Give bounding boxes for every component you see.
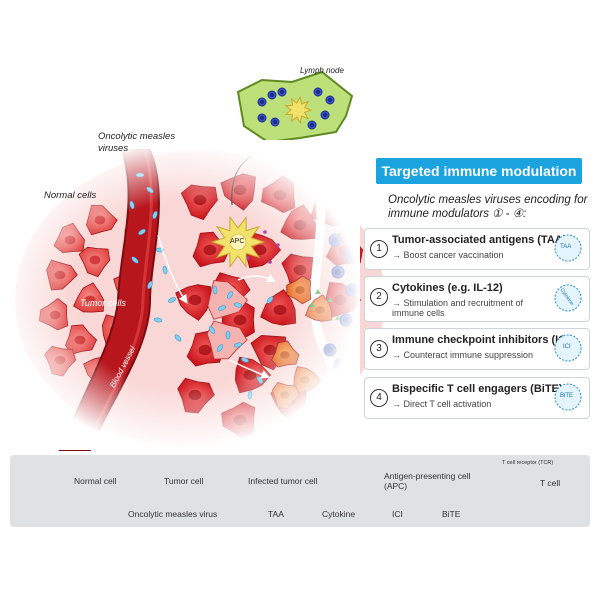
t-cell	[277, 87, 287, 97]
t-cell	[325, 95, 335, 105]
modulator-card-bite: 4 Bispecific T cell engagers (BiTE) → Di…	[364, 377, 590, 419]
card-description: → Counteract immune suppression	[392, 350, 534, 360]
t-cell	[313, 87, 323, 97]
t-cell	[257, 97, 267, 107]
legend-panel	[10, 455, 590, 527]
modulator-card-taa: 1 Tumor-associated antigens (TAA) → Boos…	[364, 228, 590, 270]
apc-label: APC	[230, 238, 245, 245]
t-cell	[320, 110, 330, 120]
legend-tcr: T cell receptor (TCR)	[502, 460, 554, 466]
legend-t-cell: T cell	[540, 478, 561, 488]
legend-omv: Oncolytic measles virus	[128, 509, 218, 519]
panel-subtitle: Oncolytic measles viruses encoding for i…	[388, 193, 588, 221]
card-virus-badge-icon	[554, 334, 582, 362]
badge-label-taa: TAA	[560, 244, 572, 250]
card-number: 4	[370, 389, 388, 407]
edge-fade	[0, 140, 360, 450]
card-number: 2	[370, 288, 388, 306]
card-description: → Boost cancer vaccination	[392, 250, 504, 260]
panel-title: Targeted immune modulation	[376, 158, 582, 184]
lymph-node-label: Lymph node	[300, 66, 344, 75]
panel-subtitle-line2: immune modulators ① - ④:	[388, 208, 527, 220]
legend-infected-tumor-cell: Infected tumor cell	[248, 476, 318, 486]
legend-apc: Antigen-presenting cell (APC)	[384, 471, 470, 491]
lymph-node	[236, 70, 354, 144]
card-number: 3	[370, 340, 388, 358]
normal-cells-label: Normal cells	[44, 190, 97, 201]
legend-taa: TAA	[268, 509, 284, 519]
legend-apc-line2: (APC)	[384, 481, 408, 491]
card-virus-badge-icon	[554, 383, 582, 411]
t-cell	[267, 90, 277, 100]
badge-label-bite: BiTE	[560, 393, 574, 399]
card-description: → Direct T cell activation	[392, 399, 492, 409]
modulator-card-cytokines: 2 Cytokines (e.g. IL-12) → Stimulation a…	[364, 276, 590, 322]
lymph-node-apc	[284, 95, 313, 125]
card-description: → Stimulation and recruitment of immune …	[392, 298, 524, 318]
t-cell	[257, 113, 267, 123]
card-number: 1	[370, 240, 388, 258]
t-cell	[307, 120, 317, 130]
card-virus-badge-icon	[554, 284, 582, 312]
modulator-card-ici: 3 Immune checkpoint inhibitors (ICI) → C…	[364, 328, 590, 370]
legend-ici: ICI	[392, 509, 403, 519]
card-title: Tumor-associated antigens (TAA)	[392, 234, 567, 246]
virus-badges	[554, 234, 582, 411]
legend-apc-line1: Antigen-presenting cell	[384, 471, 471, 481]
badge-label-ici: ICI	[563, 344, 571, 350]
legend-normal-cell: Normal cell	[74, 476, 117, 486]
card-title: Bispecific T cell engagers (BiTE)	[392, 383, 563, 395]
card-title: Immune checkpoint inhibitors (ICI)	[392, 334, 573, 346]
legend-tumor-cell: Tumor cell	[164, 476, 204, 486]
card-title: Cytokines (e.g. IL-12)	[392, 282, 503, 294]
card-virus-badge-icon	[554, 234, 582, 262]
legend-bite: BiTE	[442, 509, 461, 519]
t-cell	[270, 117, 280, 127]
tumor-cells-label: Tumor cells	[80, 298, 126, 308]
legend-cytokine: Cytokine	[322, 509, 356, 519]
panel-subtitle-line1: Oncolytic measles viruses encoding for	[388, 194, 588, 206]
omv-label: Oncolytic measles viruses	[98, 131, 176, 154]
